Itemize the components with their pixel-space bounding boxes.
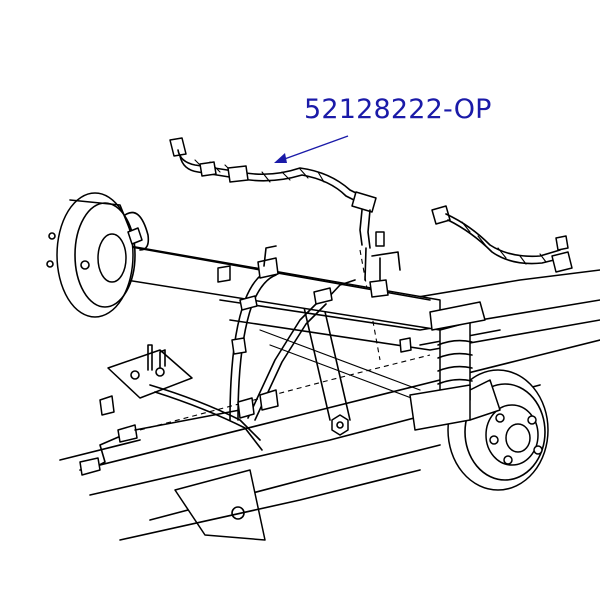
hex-nut-icon — [331, 414, 349, 436]
bracket-icon — [217, 231, 412, 353]
junction-plate — [99, 344, 193, 416]
frame-rail — [59, 339, 600, 541]
left-brake-line — [79, 409, 241, 476]
hose-assembly-icon — [169, 137, 573, 281]
coil-spring-icon — [409, 301, 486, 431]
right-brake-rotor — [447, 369, 549, 491]
brake-pipe-bundle — [149, 245, 356, 451]
leader-arrow — [274, 135, 349, 163]
part-number-label: 52128222-OP — [304, 94, 492, 125]
left-brake-drum — [46, 192, 150, 318]
